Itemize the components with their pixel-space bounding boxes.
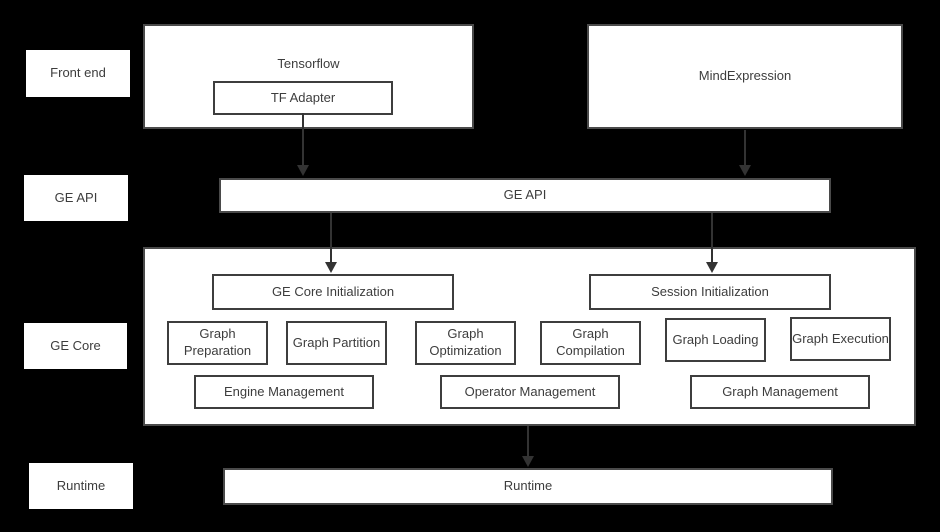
stage-graph-partition-box: Graph Partition <box>286 321 387 365</box>
ge-core-initialization-box: GE Core Initialization <box>212 274 454 310</box>
row-label-runtime: Runtime <box>29 463 133 509</box>
stage-graph-loading-box: Graph Loading <box>665 318 766 362</box>
tensorflow-label: Tensorflow <box>277 56 340 71</box>
tensorflow-box: Tensorflow TF Adapter <box>143 24 474 129</box>
arrow-ge-api-to-session-initialization <box>711 213 713 263</box>
engine-management-box: Engine Management <box>194 375 374 409</box>
row-label-front-end: Front end <box>26 50 130 97</box>
arrow-ge-api-to-ge-core-initialization <box>330 213 332 263</box>
stage-graph-optimization-box: Graph Optimization <box>415 321 516 365</box>
arrow-mindexpression-to-ge-api <box>744 130 746 166</box>
operator-management-box: Operator Management <box>440 375 620 409</box>
session-initialization-box: Session Initialization <box>589 274 831 310</box>
ge-api-bar: GE API <box>219 178 831 213</box>
arrow-ge-core-to-runtime <box>527 426 529 457</box>
row-label-ge-core: GE Core <box>24 323 127 369</box>
tf-adapter-box: TF Adapter <box>213 81 393 115</box>
runtime-bar: Runtime <box>223 468 833 505</box>
stage-graph-preparation-box: Graph Preparation <box>167 321 268 365</box>
mindexpression-box: MindExpression <box>587 24 903 129</box>
stage-graph-execution-box: Graph Execution <box>790 317 891 361</box>
arrow-tf-adapter-to-ge-api <box>302 113 304 166</box>
row-label-ge-api: GE API <box>24 175 128 221</box>
stage-graph-compilation-box: Graph Compilation <box>540 321 641 365</box>
graph-management-box: Graph Management <box>690 375 870 409</box>
